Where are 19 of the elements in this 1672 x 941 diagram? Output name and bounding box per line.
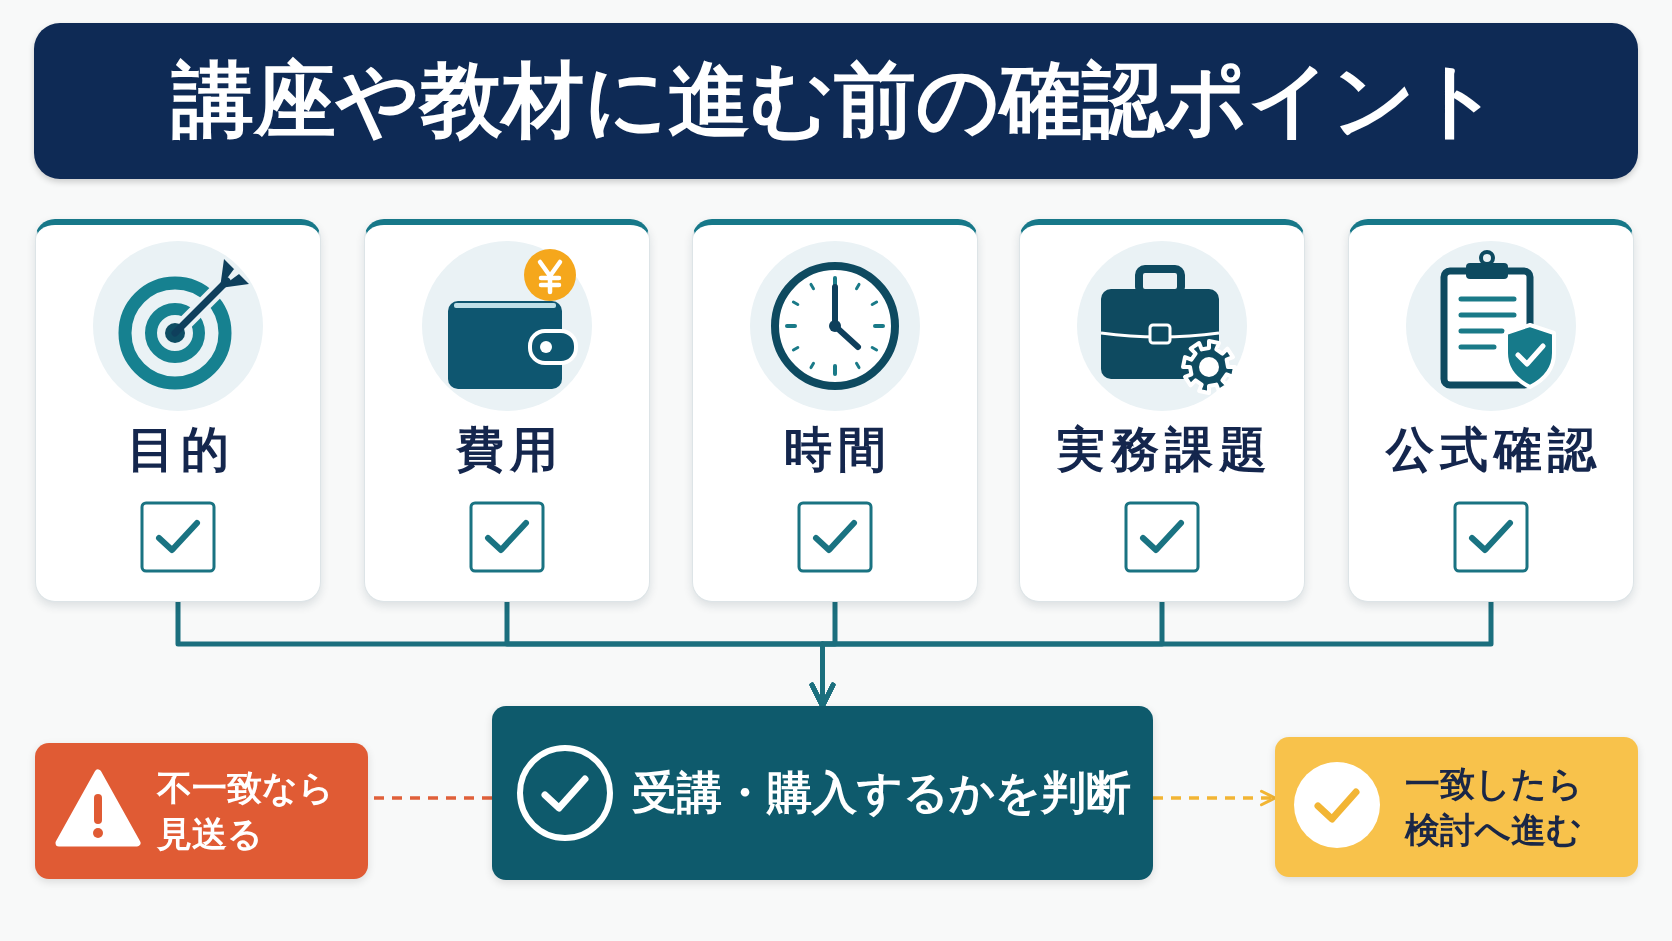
- checkpoint-card: [1348, 219, 1634, 602]
- checkpoint-card: [364, 219, 650, 602]
- card-title: 目的: [126, 421, 235, 479]
- decision-box: [492, 706, 1153, 880]
- card-title: 公式確認: [1384, 421, 1602, 479]
- checkpoint-card: [1019, 219, 1305, 602]
- arrow: [1153, 789, 1277, 807]
- card-title: 費用: [455, 421, 564, 479]
- warning-box: [35, 743, 368, 879]
- note-text: 不一致なら見送る: [157, 766, 335, 855]
- arrow: [809, 602, 1494, 709]
- checkpoint-card: [692, 219, 978, 602]
- note-text: 一致したら検討へ進む: [1405, 762, 1584, 851]
- card-title: 時間: [783, 421, 892, 479]
- decision-text: 受講・購入するかを判断: [632, 766, 1131, 820]
- card-title: 実務課題: [1056, 421, 1273, 479]
- checkpoint-card: [35, 219, 321, 602]
- proceed-box: [1275, 737, 1638, 877]
- title-banner: 講座や教材に進む前の確認ポイント: [34, 23, 1638, 179]
